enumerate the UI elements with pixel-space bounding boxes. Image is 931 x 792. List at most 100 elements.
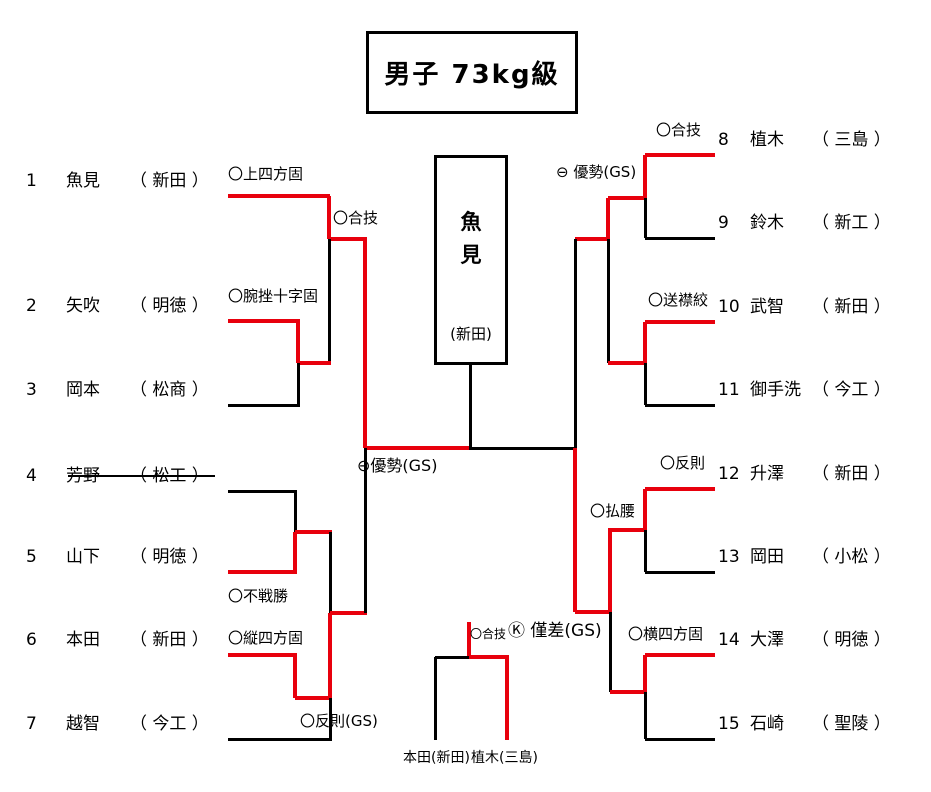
- player-number: 12: [718, 464, 740, 484]
- player-row-15: 15 石崎（ 聖陵 ）: [718, 712, 891, 736]
- player-text: 岡田（ 小松 ）: [750, 545, 891, 569]
- player-number: 15: [718, 714, 740, 734]
- player-team: （ 新工 ）: [812, 213, 891, 233]
- player-name: 岡本: [66, 380, 100, 400]
- bracket-line-loser: [433, 657, 437, 740]
- bracket-line-loser: [363, 448, 367, 613]
- result-label: 〇反則(GS): [300, 712, 378, 730]
- player-row-7: 7 越智 （ 今工 ）: [26, 712, 209, 736]
- player-name: 大澤: [750, 630, 784, 650]
- bracket-line-winner: [228, 194, 330, 198]
- result-label: ⊖ 優勢(GS): [556, 163, 637, 181]
- player-team: （ 明徳 ）: [130, 547, 209, 567]
- player-text: 升澤（ 新田 ）: [750, 462, 891, 486]
- bracket-line-loser: [328, 698, 332, 739]
- player-text: 岡本 （ 松商 ）: [66, 378, 209, 402]
- bracket-line-loser: [328, 532, 332, 613]
- champion-name-char: 魚: [460, 210, 482, 234]
- player-text: 武智（ 新田 ）: [750, 295, 891, 319]
- bracket-line-winner: [643, 155, 647, 198]
- player-text: 魚見（ 新田 ）: [66, 169, 209, 193]
- player-team: （ 明徳 ）: [130, 296, 209, 316]
- result-label: 〇合技: [470, 627, 507, 641]
- bracket-line-loser: [296, 363, 300, 405]
- bracket-line-winner: [643, 655, 647, 692]
- player-team: （ 新田 ）: [812, 464, 891, 484]
- bracket-line-winner: [295, 696, 332, 700]
- bracket-line-winner: [228, 319, 300, 323]
- bracket-line-loser: [645, 403, 715, 407]
- bracket-line-winner: [330, 611, 367, 615]
- title-box: 男子 73kg級: [366, 31, 578, 114]
- player-row-6: 6 本田 （ 新田 ）: [26, 628, 209, 652]
- player-text: 石崎（ 聖陵 ）: [750, 712, 891, 736]
- bracket-line-loser: [643, 198, 647, 238]
- player-team: （ 松商 ）: [130, 380, 209, 400]
- player-row-1: 1 魚見（ 新田 ）: [26, 169, 209, 193]
- bracket-line-winner: [643, 322, 647, 363]
- bracket-line-loser: [643, 530, 647, 572]
- player-row-11: 11 御手洗 （ 今工 ）: [718, 378, 891, 402]
- third-place-player-right: 植木(三島): [471, 750, 538, 766]
- result-label: ⊖優勢(GS): [357, 456, 438, 475]
- player-number: 11: [718, 380, 740, 400]
- bracket-line-loser: [293, 491, 297, 532]
- player-number: 10: [718, 297, 740, 317]
- player-text: 大澤（ 明徳 ）: [750, 628, 891, 652]
- player-name: 矢吹: [66, 296, 100, 316]
- player-team: （ 聖陵 ）: [812, 714, 891, 734]
- player-number: 1: [26, 171, 37, 191]
- player-name: 芳野: [66, 466, 100, 486]
- bracket-line-winner: [608, 530, 612, 612]
- player-number: 6: [26, 630, 37, 650]
- third-place-player-left: 本田(新田): [403, 750, 470, 766]
- result-label: 〇上四方固: [228, 165, 304, 183]
- bracket-line-winner: [645, 487, 715, 491]
- champion-team: (新田): [450, 325, 492, 343]
- player-team: （ 今工 ）: [812, 380, 891, 400]
- bracket-line-winner: [365, 446, 470, 450]
- result-label: 〇送襟絞: [648, 291, 709, 309]
- player-row-13: 13 岡田（ 小松 ）: [718, 545, 891, 569]
- player-text: 矢吹 （ 明徳 ）: [66, 294, 209, 318]
- bracket-line-loser: [645, 737, 715, 741]
- player-team: （ 小松 ）: [812, 547, 891, 567]
- player-team: （ 新田 ）: [130, 630, 209, 650]
- bracket-line-winner: [645, 320, 715, 324]
- bracket-line-winner: [467, 622, 471, 657]
- bracket-line-loser: [645, 570, 715, 574]
- bracket-line-loser: [643, 363, 647, 405]
- player-text: 芳野（ 松工 ）: [66, 464, 215, 488]
- result-label: 〇合技: [333, 209, 379, 227]
- champion-name-char: 見: [460, 242, 482, 267]
- result-label: 〇不戦勝: [228, 587, 289, 605]
- bracket-line-winner: [573, 448, 577, 612]
- bracket-line-loser: [470, 446, 577, 450]
- player-name: 越智: [66, 714, 100, 734]
- player-name: 御手洗: [750, 380, 801, 400]
- bracket-line-loser: [435, 655, 469, 659]
- player-row-12: 12 升澤（ 新田 ）: [718, 462, 891, 486]
- player-name: 武智: [750, 297, 784, 317]
- bracket-line-winner: [645, 653, 715, 657]
- player-name: 本田: [66, 630, 100, 650]
- player-number: 13: [718, 547, 740, 567]
- bracket-line-winner: [298, 361, 331, 365]
- champion-name: 魚見: [461, 206, 482, 271]
- bracket-line-winner: [328, 613, 332, 698]
- bracket-line-winner: [469, 655, 509, 659]
- bracket-line-loser: [643, 692, 647, 739]
- player-number: 7: [26, 714, 37, 734]
- player-number: 2: [26, 296, 37, 316]
- player-team: （ 三島 ）: [812, 130, 891, 150]
- player-number: 14: [718, 630, 740, 650]
- player-name: 植木: [750, 130, 784, 150]
- player-team: （ 今工 ）: [130, 714, 209, 734]
- bracket-line-winner: [228, 570, 297, 574]
- bracket-line-winner: [363, 239, 367, 448]
- player-text: 本田 （ 新田 ）: [66, 628, 209, 652]
